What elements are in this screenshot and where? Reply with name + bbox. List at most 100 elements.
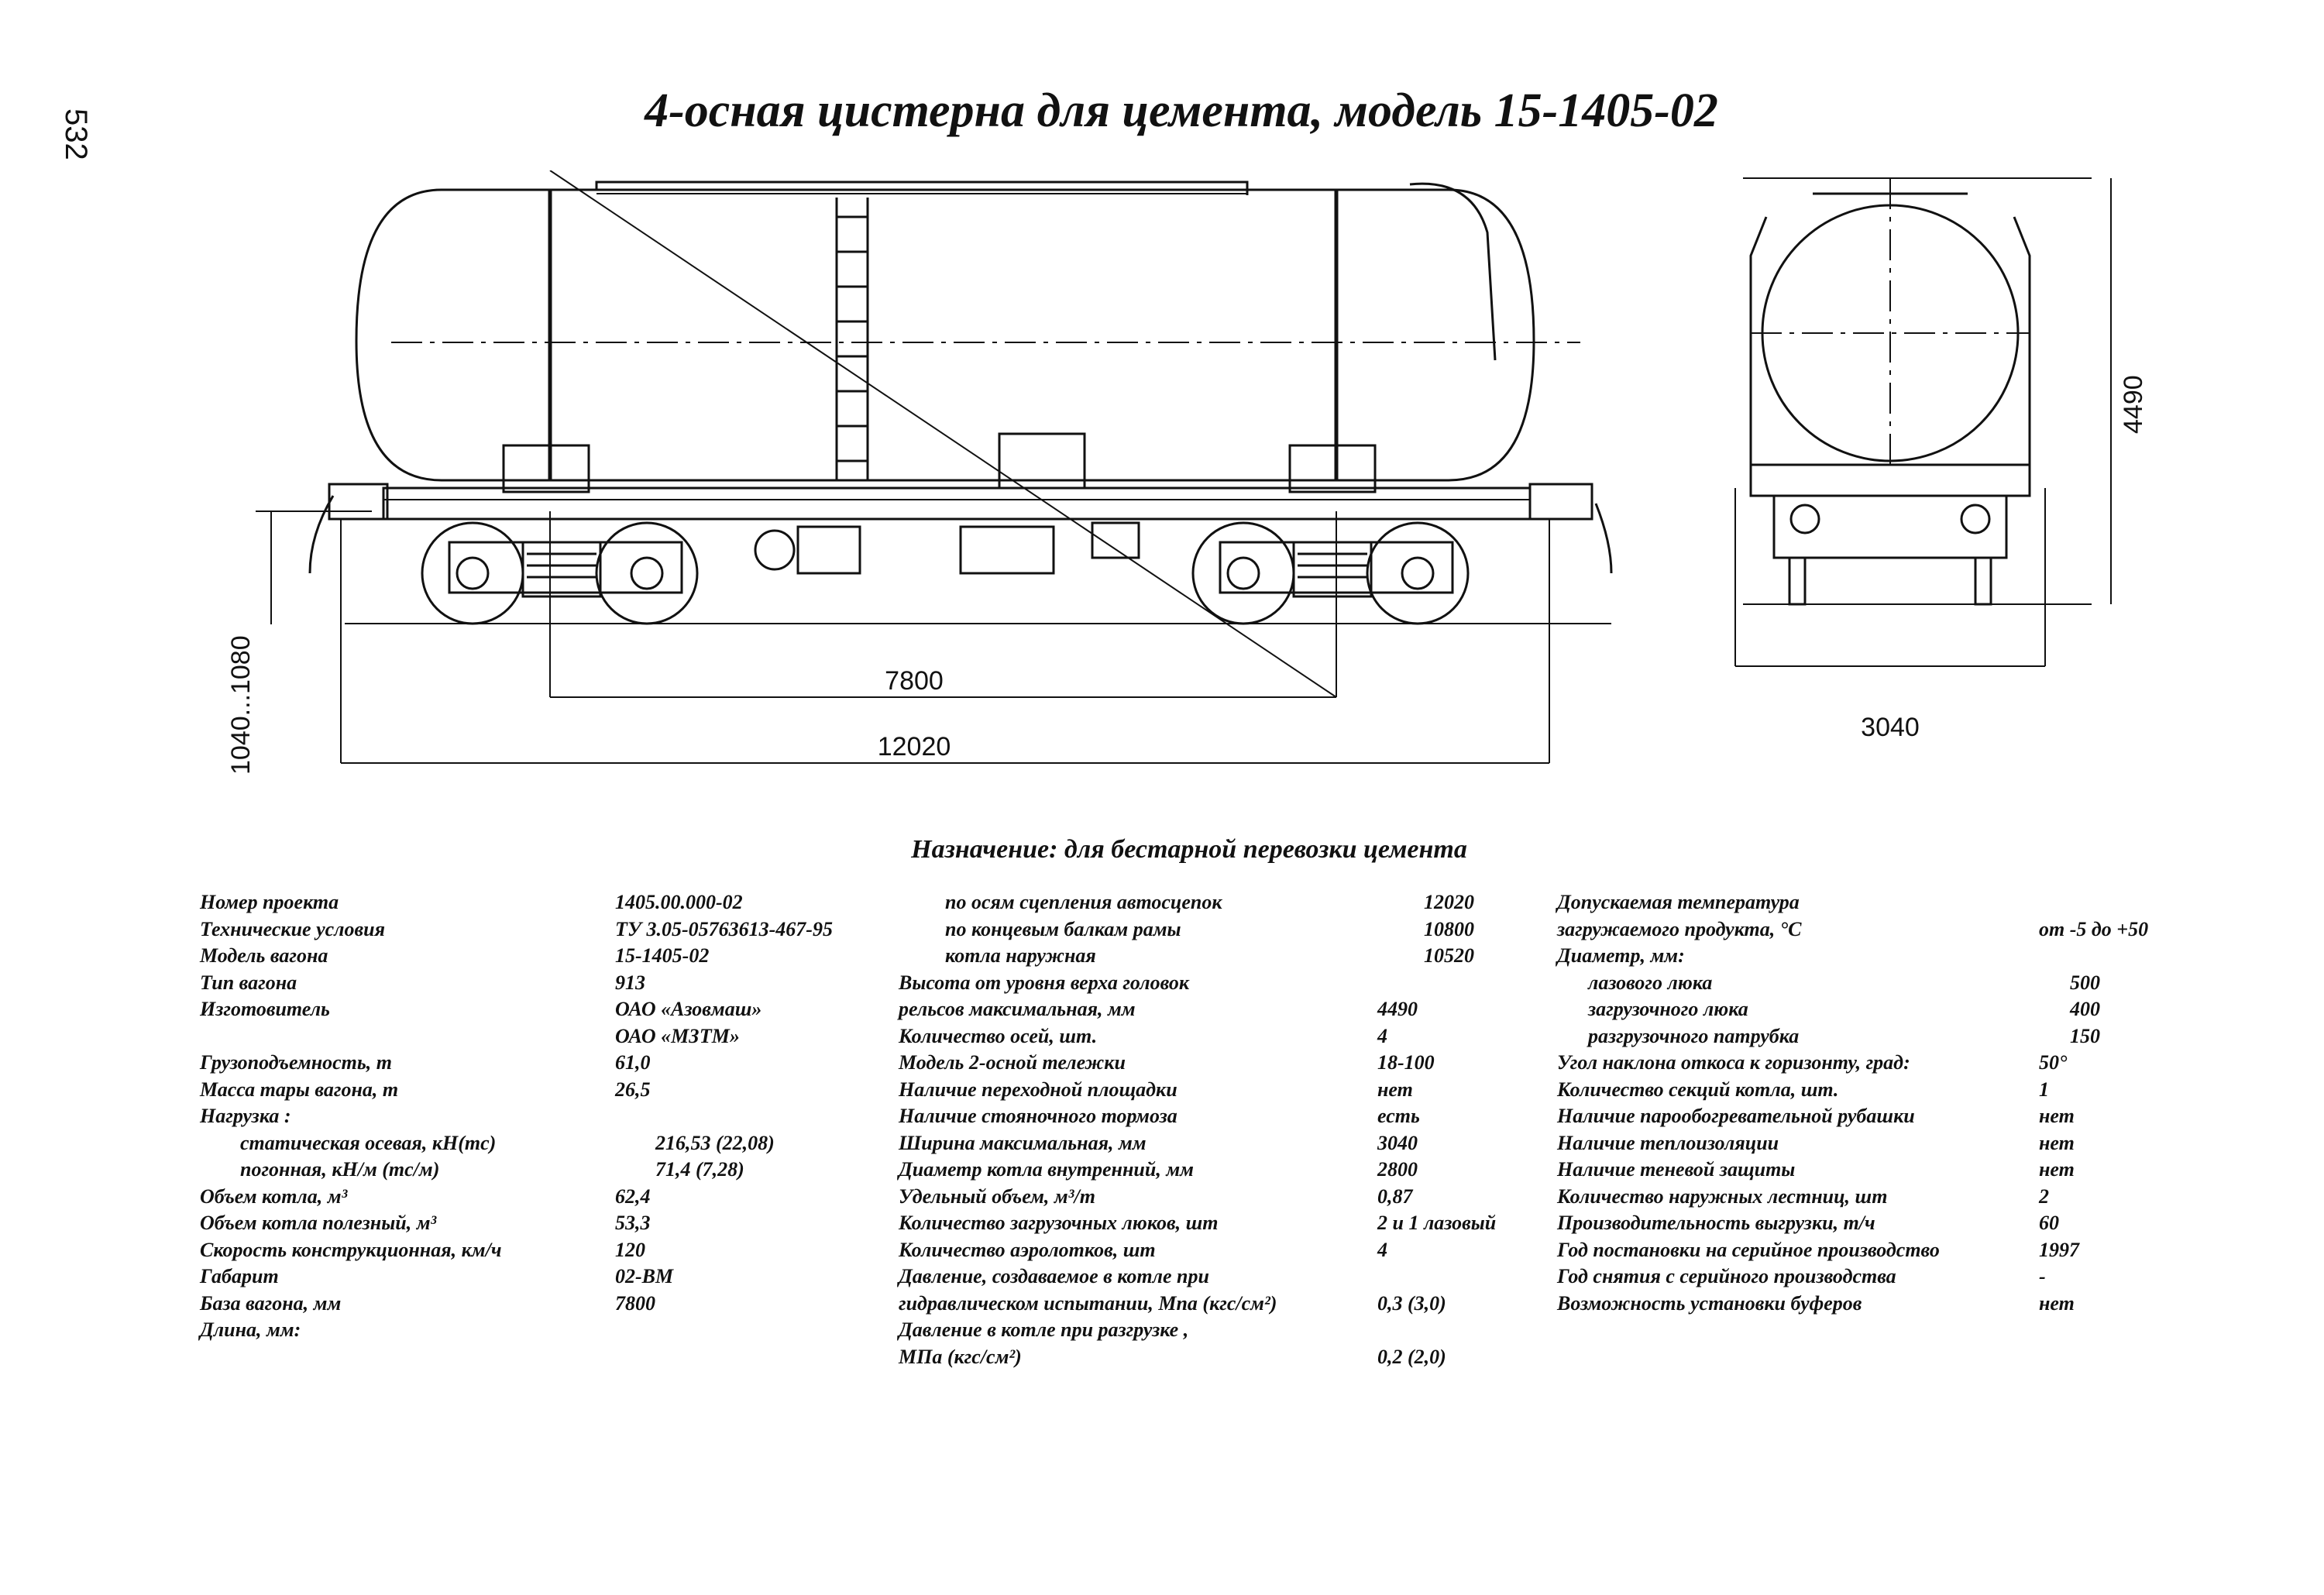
spec-row: Диаметр, мм: — [1557, 943, 2148, 970]
spec-label: Наличие теневой защиты — [1557, 1158, 1796, 1181]
spec-label: Диаметр котла внутренний, мм — [899, 1158, 1194, 1181]
spec-row: гидравлическом испытании, Мпа (кгс/см²) 0… — [899, 1291, 1496, 1318]
spec-label: Угол наклона откоса к горизонту, град: — [1557, 1051, 1910, 1074]
spec-row: Объем котла, м³ 62,4 — [200, 1184, 833, 1211]
spec-label: Тип вагона — [200, 971, 297, 994]
spec-value: нет — [1377, 1078, 1413, 1101]
page-title: 4-осная цистерна для цемента, модель 15-… — [645, 84, 1718, 137]
spec-value: 7800 — [615, 1291, 655, 1315]
spec-value: 913 — [615, 971, 645, 994]
spec-value: 2800 — [1377, 1158, 1418, 1181]
spec-value: 61,0 — [615, 1051, 651, 1074]
spec-label: Длина, мм: — [200, 1318, 301, 1341]
spec-label: Модель 2-осной тележки — [899, 1051, 1126, 1074]
spec-label: Давление в котле при разгрузке , — [899, 1318, 1189, 1341]
purpose-line: Назначение: для бестарной перевозки цеме… — [911, 835, 1467, 864]
spec-label: Возможность установки буферов — [1557, 1291, 1862, 1315]
spec-label: по концевым балкам рамы — [945, 917, 1181, 940]
spec-value: 1405.00.000-02 — [615, 891, 743, 913]
spec-value: нет — [2039, 1158, 2075, 1181]
spec-value: 120 — [615, 1238, 645, 1261]
spec-value: 3040 — [1377, 1131, 1418, 1154]
spec-value: ОАО «Азовмаш» — [615, 998, 762, 1020]
spec-label: Ширина максимальная, мм — [899, 1131, 1147, 1154]
spec-value: 2 и 1 лазовый — [1377, 1212, 1497, 1234]
spec-label: Диаметр, мм: — [1557, 944, 1685, 967]
spec-row: Год снятия с серийного производства- — [1557, 1263, 2148, 1291]
spec-row: погонная, кН/м (тс/м)71,4 (7,28) — [200, 1157, 833, 1184]
spec-value: нет — [2039, 1105, 2075, 1127]
spec-label: Допускаемая температура — [1557, 891, 1800, 913]
spec-row: Нагрузка : — [200, 1103, 833, 1130]
spec-value: 150 — [2070, 1024, 2100, 1047]
spec-row: Изготовитель ОАО «Азовмаш» — [200, 996, 833, 1023]
spec-label: Производительность выгрузки, т/ч — [1557, 1212, 1875, 1234]
spec-row: Год постановки на серийное производство 1… — [1557, 1237, 2148, 1264]
specs-column-3: Допускаемая температура загружаемого про… — [1557, 889, 2148, 1317]
spec-value: 216,53 (22,08) — [655, 1131, 775, 1154]
spec-row: Габарит 02-ВМ — [200, 1263, 833, 1291]
spec-label: Наличие переходной площадки — [899, 1078, 1177, 1101]
tank-body — [355, 188, 1535, 482]
spec-value: 60 — [2039, 1212, 2059, 1234]
spec-label: разгрузочного патрубка — [1588, 1024, 1800, 1047]
spec-label: Год снятия с серийного производства — [1557, 1265, 1896, 1287]
spec-label: МПа (кгс/см²) — [899, 1345, 1022, 1368]
spec-value: 0,2 (2,0) — [1377, 1345, 1446, 1368]
spec-label: Объем котла полезный, м³ — [200, 1212, 437, 1234]
spec-value: 10520 — [1424, 944, 1474, 967]
spec-label: Год постановки на серийное производство — [1557, 1238, 1940, 1261]
spec-value: 26,5 — [615, 1078, 651, 1101]
spec-row: Тип вагона 913 — [200, 970, 833, 997]
spec-row: Наличие теневой защиты нет — [1557, 1157, 2148, 1184]
spec-row: Наличие парообогревательной рубашки нет — [1557, 1103, 2148, 1130]
spec-value: 0,3 (3,0) — [1377, 1291, 1446, 1315]
spec-value: от -5 до +50 — [2039, 917, 2149, 940]
spec-label: Высота от уровня верха головок — [899, 971, 1190, 994]
spec-label: Количество аэролотков, шт — [899, 1238, 1156, 1261]
spec-label — [200, 1023, 615, 1050]
spec-row: Угол наклона откоса к горизонту, град:50… — [1557, 1050, 2148, 1077]
dim-length: 12020 — [878, 732, 951, 761]
spec-label: Габарит — [200, 1265, 279, 1287]
spec-value: 4490 — [1377, 998, 1418, 1020]
spec-value: 1997 — [2039, 1238, 2079, 1261]
spec-row: Количество осей, шт.4 — [899, 1023, 1496, 1050]
spec-row: Диаметр котла внутренний, мм 2800 — [899, 1157, 1496, 1184]
spec-value: 1 — [2039, 1078, 2049, 1101]
spec-row: Ширина максимальная, мм 3040 — [899, 1130, 1496, 1157]
spec-value: 02-ВМ — [615, 1265, 674, 1287]
spec-label: Наличие парообогревательной рубашки — [1557, 1105, 1915, 1127]
spec-value: 71,4 (7,28) — [655, 1158, 744, 1181]
spec-label: Количество наружных лестниц, шт — [1557, 1184, 1888, 1208]
spec-label: гидравлическом испытании, Мпа (кгс/см²) — [899, 1291, 1277, 1315]
spec-value: 15-1405-02 — [615, 944, 710, 967]
spec-value: 62,4 — [615, 1184, 651, 1208]
spec-row: Количество секций котла, шт.1 — [1557, 1077, 2148, 1104]
spec-value: нет — [2039, 1291, 2075, 1315]
spec-value: ОАО «МЗТМ» — [615, 1024, 740, 1047]
dim-width: 3040 — [1861, 713, 1920, 742]
spec-label: Объем котла, м³ — [200, 1184, 348, 1208]
spec-row: статическая осевая, кН(тс)216,53 (22,08) — [200, 1130, 833, 1157]
dim-height: 4490 — [2119, 375, 2148, 434]
spec-label: Изготовитель — [200, 998, 330, 1020]
spec-row: Количество наружных лестниц, шт 2 — [1557, 1184, 2148, 1211]
ladder — [835, 198, 869, 480]
spec-value: 500 — [2070, 971, 2100, 994]
spec-label: Давление, создаваемое в котле при — [899, 1265, 1209, 1287]
spec-value: 2 — [2039, 1184, 2049, 1208]
